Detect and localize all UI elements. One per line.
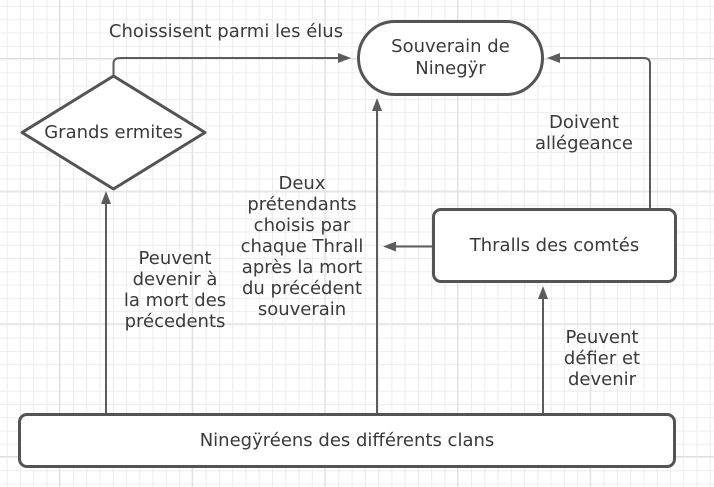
node-souverain-de-ninegyr[interactable]: Souverain de Ninegÿr <box>357 20 544 96</box>
node-grands-ermites[interactable]: Grands ermites <box>19 74 208 191</box>
edge-label-doivent-allegeance: Doivent allégeance <box>534 112 633 154</box>
node-clans-label: Ninegÿréens des différents clans <box>199 429 495 451</box>
edge-label-peuvent-defier: Peuvent défier et devenir <box>563 327 641 390</box>
diamond-shape <box>20 74 207 191</box>
edge-label-peuvent-devenir: Peuvent devenir à la mort des précedents <box>123 248 227 332</box>
node-ninegyreens-clans[interactable]: Ninegÿréens des différents clans <box>18 413 676 468</box>
node-ermites-label: Grands ermites <box>44 121 183 143</box>
diamond-outline <box>20 74 207 191</box>
node-thralls-label: Thralls des comtés <box>469 234 640 256</box>
edge-ermites-to-souverain[interactable] <box>112 53 351 76</box>
node-thralls-des-comtes[interactable]: Thralls des comtés <box>432 208 677 283</box>
edge-label-deux-pretendants: Deux prétendants choisis par chaque Thra… <box>240 173 364 320</box>
edge-label-choissisent: Choissisent parmi les élus <box>108 21 344 42</box>
edge-thralls-to-souverain[interactable] <box>547 53 651 208</box>
node-souverain-label: Souverain de Ninegÿr <box>391 36 510 79</box>
